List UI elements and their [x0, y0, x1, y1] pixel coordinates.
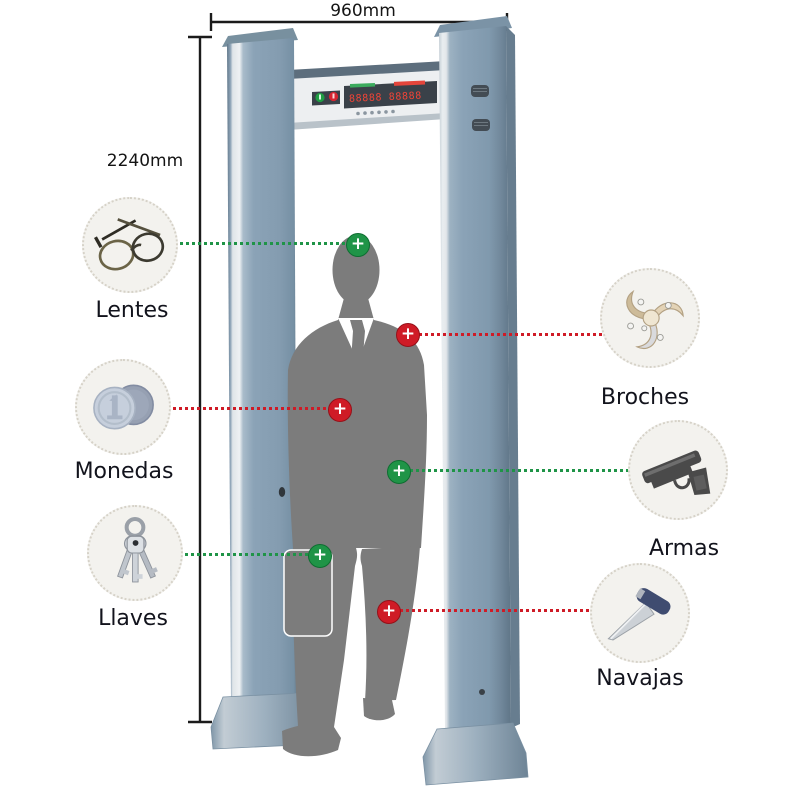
red-caption-bar: [393, 80, 426, 86]
item-circle-monedas: [75, 359, 171, 455]
green-caption-bar: [349, 82, 376, 88]
plus-icon: +: [332, 399, 348, 419]
item-circle-navajas: [590, 563, 690, 663]
detection-line-monedas: [173, 407, 339, 410]
detection-marker-llaves: +: [308, 544, 332, 568]
dimension-lines: [188, 13, 509, 724]
right-pillar: [422, 16, 529, 786]
detection-line-armas: [398, 469, 630, 472]
item-circle-lentes: [82, 197, 178, 293]
item-label-navajas: Navajas: [596, 666, 684, 691]
detector-crossbar: 88888 88888: [288, 61, 446, 130]
item-label-armas: Armas: [648, 536, 720, 561]
detection-marker-broches: +: [396, 323, 420, 347]
item-label-llaves: Llaves: [98, 606, 168, 631]
control-panel: 88888 88888: [312, 80, 437, 116]
keys-icon: [117, 517, 158, 583]
hinge-dot: [278, 487, 286, 497]
item-circle-llaves: [87, 505, 183, 601]
left-shoe: [282, 723, 341, 757]
knife-icon: [607, 588, 671, 641]
glasses-icon: [93, 218, 165, 271]
tie: [350, 320, 365, 391]
plus-icon: +: [381, 601, 397, 621]
head: [332, 235, 380, 305]
right-shoe: [363, 698, 395, 721]
gun-icon: [642, 450, 711, 495]
detection-marker-navajas: +: [377, 600, 401, 624]
detection-marker-armas: +: [387, 460, 411, 484]
item-label-broches: Broches: [600, 385, 690, 410]
detection-line-llaves: [185, 553, 319, 556]
height-dimension-label: 2240mm: [106, 151, 184, 171]
detection-marker-monedas: +: [328, 398, 352, 422]
brooch-icon: [626, 289, 684, 349]
item-circle-armas: [628, 420, 728, 520]
coins-icon: [93, 384, 154, 430]
plus-icon: +: [350, 234, 366, 254]
detection-line-broches: [407, 333, 605, 336]
detection-line-lentes: [180, 242, 357, 245]
left-pillar: [210, 28, 320, 750]
led-display: 88888 88888: [349, 91, 422, 105]
detection-marker-lentes: +: [346, 233, 370, 257]
plus-icon: +: [391, 461, 407, 481]
item-label-lentes: Lentes: [95, 298, 169, 323]
item-circle-broches: [600, 268, 700, 368]
detection-line-navajas: [388, 609, 592, 612]
width-dimension-label: 960mm: [330, 1, 396, 21]
item-label-monedas: Monedas: [74, 459, 174, 484]
plus-icon: +: [400, 324, 416, 344]
plus-icon: +: [312, 545, 328, 565]
base-bolt: [479, 689, 485, 695]
person-silhouette: [282, 235, 427, 757]
hand: [297, 518, 317, 544]
torso: [287, 298, 427, 548]
panel-buttons: [356, 109, 395, 116]
briefcase: [283, 549, 333, 637]
speaker-knobs: [471, 85, 490, 131]
